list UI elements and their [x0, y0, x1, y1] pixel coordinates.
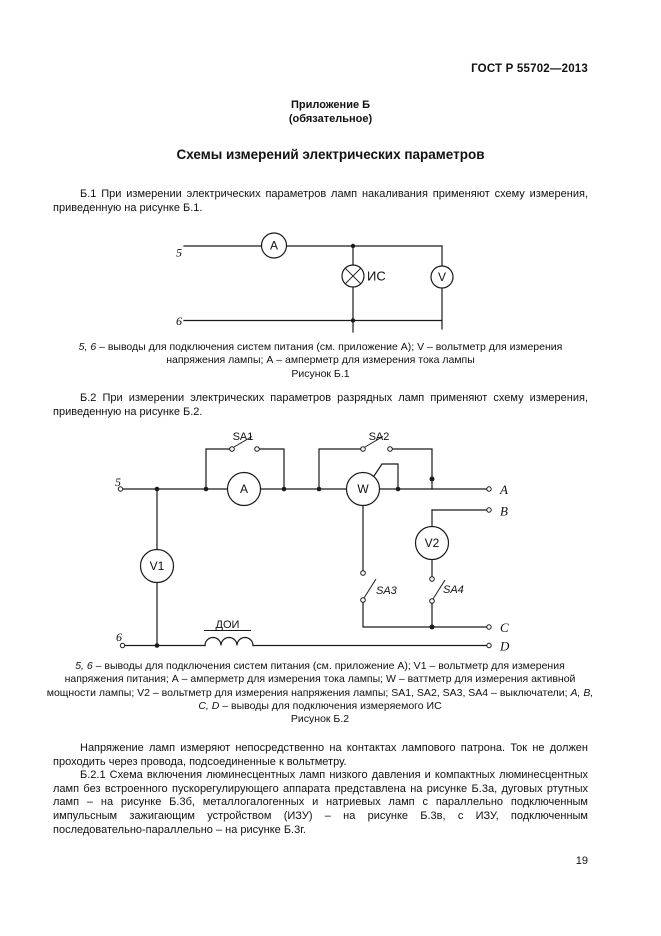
- wattmeter-label: W: [357, 482, 369, 496]
- switch-sa3: [360, 570, 377, 603]
- output-d-label: D: [499, 639, 510, 654]
- junction-dot: [350, 243, 356, 249]
- junction-dot: [395, 486, 401, 492]
- output-a-label: A: [499, 482, 508, 497]
- junction-dot: [281, 486, 287, 492]
- voltmeter-v2-symbol: V2: [414, 525, 450, 561]
- wires: [183, 245, 443, 333]
- appendix-title: Приложение Б: [290, 99, 371, 111]
- output-d-terminal: [486, 642, 492, 649]
- ammeter-symbol: A: [260, 232, 288, 259]
- ammeter-label: A: [270, 239, 278, 253]
- output-c-terminal: [486, 624, 492, 630]
- terminal-6-marker: [119, 642, 126, 649]
- page-number: 19: [575, 855, 588, 867]
- figure-b2-circuit: A W V1 V2 SA1 SA2 SA3: [115, 431, 510, 654]
- junction-dot: [350, 318, 356, 323]
- figure-b2-caption: 5, 6 – выводы для подключения систем пит…: [45, 660, 595, 726]
- voltmeter-v2-label: V2: [425, 536, 440, 550]
- caption-outputs: A, B, C, D: [198, 686, 594, 712]
- junction-dot: [203, 486, 209, 492]
- figure-b2-label: Рисунок Б.2: [290, 713, 350, 726]
- terminal-5-label: 5: [115, 475, 121, 489]
- switch-sa4: [429, 576, 446, 604]
- lamp-symbol: [341, 264, 365, 288]
- ammeter-label: A: [240, 482, 248, 496]
- paragraph-b2: Б.2 При измерении электрических параметр…: [53, 392, 588, 418]
- lamp-label: ИС: [367, 269, 386, 284]
- figure-b1-circuit: A ИС V 5 6: [176, 232, 454, 333]
- output-a-terminal: [486, 486, 492, 492]
- paragraph-b1: Б.1 При измерении электрических параметр…: [53, 188, 588, 214]
- figure-b1-label: Рисунок Б.1: [291, 367, 350, 380]
- voltmeter-symbol: V: [430, 265, 454, 289]
- switch-sa1: [229, 436, 260, 452]
- wires: [121, 448, 488, 647]
- switch-sa1-label: SA1: [233, 431, 254, 443]
- output-b-label: B: [500, 504, 508, 519]
- junction-dot: [429, 476, 435, 482]
- figure-b1-caption: 5, 6 – выводы для подключения систем пит…: [53, 341, 588, 381]
- ballast-label: ДОИ: [216, 619, 240, 631]
- caption-text: – выводы для подключения систем питания …: [96, 341, 563, 367]
- junction-dot: [429, 624, 435, 630]
- output-c-label: C: [500, 620, 509, 635]
- switch-sa2-label: SA2: [369, 431, 390, 443]
- voltmeter-label: V: [438, 270, 446, 284]
- voltmeter-v1-symbol: V1: [139, 548, 175, 584]
- switch-sa4-label: SA4: [443, 584, 464, 596]
- caption-leads: 5, 6: [75, 660, 93, 672]
- terminal-6-label: 6: [116, 630, 122, 644]
- appendix-subtitle: (обязательное): [288, 113, 373, 125]
- wattmeter-symbol: W: [345, 471, 381, 507]
- section-heading: Схемы измерений электрических параметров: [176, 147, 485, 162]
- paragraph-voltage-note: Напряжение ламп измеряют непосредственно…: [53, 742, 588, 768]
- terminal-6-label: 6: [176, 314, 182, 328]
- voltmeter-v1-label: V1: [150, 559, 165, 573]
- terminal-5-label: 5: [176, 246, 182, 260]
- caption-text: – выводы для подключения систем питания …: [46, 660, 576, 699]
- appendix-block: Приложение Б (обязательное): [0, 98, 661, 126]
- paragraph-b21: Б.2.1 Схема включения люминесцентных лам…: [53, 769, 588, 836]
- caption-leads: 5, 6: [78, 341, 97, 353]
- notes-block: Напряжение ламп измеряют непосредственно…: [53, 742, 588, 837]
- switch-sa3-label: SA3: [376, 585, 398, 597]
- terminal-5-marker: [117, 486, 124, 492]
- caption-text-end: – выводы для подключения измеряемого ИС: [219, 699, 442, 712]
- output-b-terminal: [486, 507, 492, 513]
- switch-sa2: [360, 436, 393, 452]
- junction-dot: [154, 643, 160, 648]
- gost-header: ГОСТ Р 55702—2013: [471, 63, 588, 75]
- junction-dot: [316, 486, 322, 492]
- ammeter-symbol: A: [226, 471, 262, 507]
- junction-dot: [154, 486, 160, 492]
